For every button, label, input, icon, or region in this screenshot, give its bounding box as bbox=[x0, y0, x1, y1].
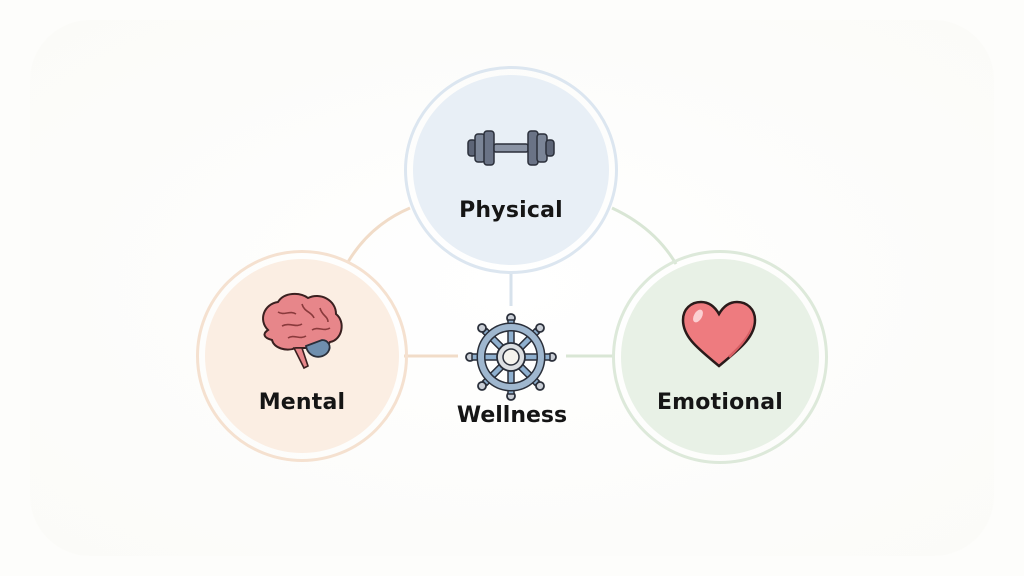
dumbbell-icon bbox=[467, 130, 555, 166]
brain-icon bbox=[262, 292, 343, 370]
node-ring bbox=[612, 250, 828, 464]
node-fill bbox=[413, 75, 609, 265]
heart-icon bbox=[681, 300, 757, 368]
node-label: Emotional bbox=[656, 390, 784, 415]
edge-physical-mental bbox=[346, 206, 411, 263]
center-label: Wellness bbox=[456, 403, 568, 428]
node-label: Physical bbox=[459, 198, 563, 223]
node-physical[interactable]: Physical bbox=[404, 66, 618, 274]
node-mental[interactable]: Mental bbox=[196, 250, 408, 462]
node-label: Mental bbox=[258, 390, 346, 415]
node-ring bbox=[196, 250, 408, 462]
node-emotional[interactable]: Emotional bbox=[612, 250, 828, 464]
node-ring bbox=[404, 66, 618, 274]
ship-wheel-icon bbox=[465, 313, 557, 401]
edge-physical-emotional bbox=[611, 206, 678, 265]
